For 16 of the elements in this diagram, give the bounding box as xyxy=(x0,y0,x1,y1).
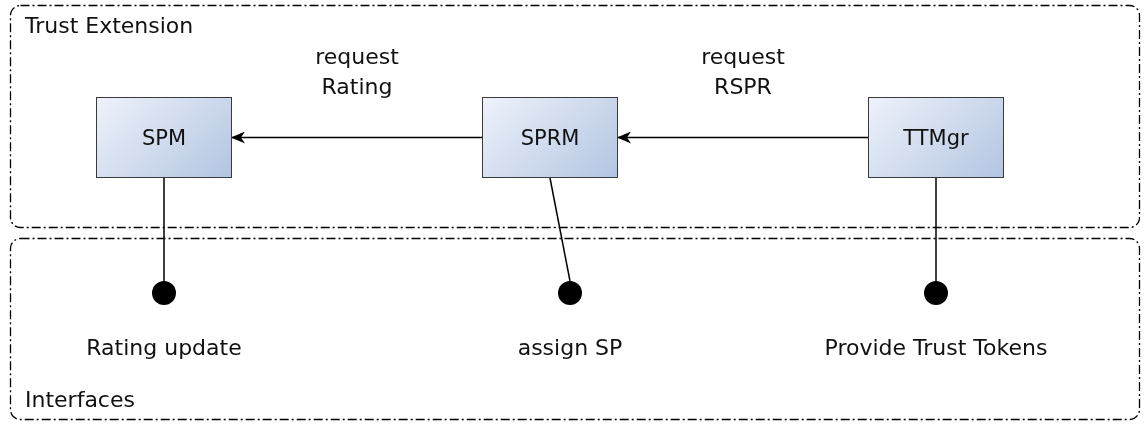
arrow xyxy=(617,131,869,144)
component-box: TTMgr xyxy=(868,97,1004,178)
interface-dot xyxy=(924,281,948,305)
interface-label: Rating update xyxy=(86,335,242,360)
interface-dot xyxy=(152,281,176,305)
connector-line xyxy=(163,177,165,282)
component-box: SPM xyxy=(96,97,232,178)
connector-line xyxy=(549,177,571,282)
interface-dot xyxy=(558,281,582,305)
container-title: Interfaces xyxy=(25,387,135,412)
interface-label: assign SP xyxy=(517,335,623,360)
connector-line xyxy=(935,177,937,282)
arrow xyxy=(231,131,483,144)
interface-label: Provide Trust Tokens xyxy=(824,335,1048,360)
component-box: SPRM xyxy=(482,97,618,178)
container-title: Trust Extension xyxy=(25,13,194,38)
